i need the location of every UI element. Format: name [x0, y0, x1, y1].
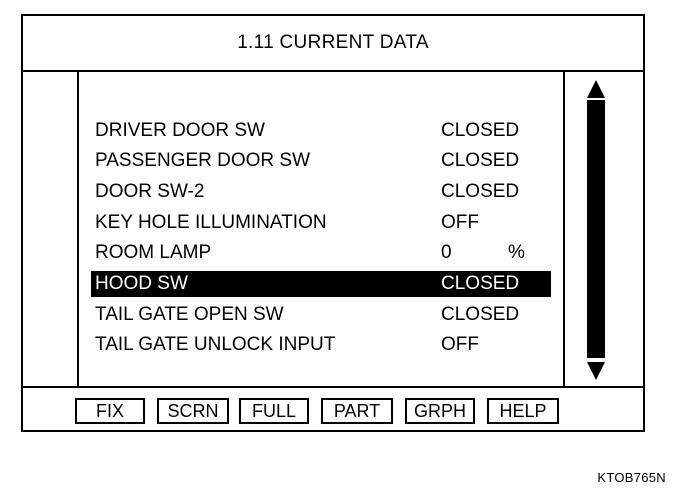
- row-value: CLOSED: [441, 273, 520, 294]
- row-label: TAIL GATE UNLOCK INPUT: [95, 334, 336, 355]
- triangle-down-icon[interactable]: [587, 362, 605, 380]
- data-row-passenger-door-sw[interactable]: PASSENGER DOOR SW CLOSED: [91, 148, 551, 174]
- data-row-door-sw-2[interactable]: DOOR SW-2 CLOSED: [91, 179, 551, 205]
- data-row-hood-sw[interactable]: HOOD SW CLOSED: [91, 271, 551, 297]
- row-label: DRIVER DOOR SW: [95, 120, 265, 141]
- row-value: CLOSED: [441, 181, 520, 202]
- row-label: HOOD SW: [95, 273, 188, 294]
- row-value: CLOSED: [441, 120, 520, 141]
- full-button[interactable]: FULL: [239, 398, 309, 424]
- fix-button[interactable]: FIX: [75, 398, 145, 424]
- row-value: OFF: [441, 334, 479, 355]
- part-button[interactable]: PART: [321, 398, 393, 424]
- row-label: PASSENGER DOOR SW: [95, 150, 311, 171]
- row-label: TAIL GATE OPEN SW: [95, 304, 284, 325]
- data-row-key-hole-illumination[interactable]: KEY HOLE ILLUMINATION OFF: [91, 210, 551, 236]
- row-value: CLOSED: [441, 150, 520, 171]
- page-title: 1.11 CURRENT DATA: [23, 16, 643, 72]
- row-label: KEY HOLE ILLUMINATION: [95, 212, 327, 233]
- scrollbar-thumb[interactable]: [587, 100, 605, 358]
- data-row-tail-gate-unlock-input[interactable]: TAIL GATE UNLOCK INPUT OFF: [91, 332, 551, 358]
- help-button[interactable]: HELP: [487, 398, 559, 424]
- row-value: CLOSED: [441, 304, 520, 325]
- scan-tool-screen: 1.11 CURRENT DATA DRIVER DOOR SW CLOSED …: [21, 14, 645, 432]
- row-value: OFF: [441, 212, 479, 233]
- function-button-bar: FIX SCRN FULL PART GRPH HELP: [23, 386, 643, 430]
- row-value: 0: [441, 242, 452, 263]
- scrollbar[interactable]: [579, 72, 613, 386]
- triangle-up-icon[interactable]: [587, 80, 605, 98]
- current-data-list: DRIVER DOOR SW CLOSED PASSENGER DOOR SW …: [77, 72, 565, 386]
- row-label: ROOM LAMP: [95, 242, 212, 263]
- row-unit: %: [508, 242, 525, 263]
- data-row-room-lamp[interactable]: ROOM LAMP 0 %: [91, 240, 551, 266]
- scrn-button[interactable]: SCRN: [157, 398, 229, 424]
- grph-button[interactable]: GRPH: [405, 398, 475, 424]
- data-row-driver-door-sw[interactable]: DRIVER DOOR SW CLOSED: [91, 118, 551, 144]
- row-label: DOOR SW-2: [95, 181, 205, 202]
- data-row-tail-gate-open-sw[interactable]: TAIL GATE OPEN SW CLOSED: [91, 302, 551, 328]
- figure-code: KTOB765N: [597, 470, 666, 485]
